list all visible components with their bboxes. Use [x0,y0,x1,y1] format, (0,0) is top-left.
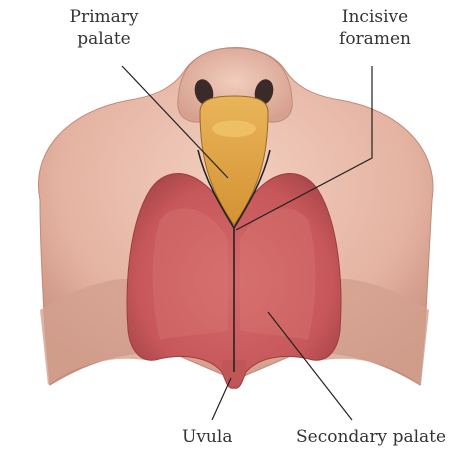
label-primary-palate-line1: Primary [54,6,154,28]
primary-palate-lip [212,121,256,138]
label-uvula: Uvula [182,426,232,448]
palate-highlight-right [240,208,316,340]
leader-uvula [212,378,231,420]
label-secondary-palate: Secondary palate [296,426,446,448]
label-incisive-foramen-line1: Incisive [323,6,427,28]
label-primary-palate: Primary palate [54,6,154,50]
label-incisive-foramen-line2: foramen [323,28,427,50]
label-primary-palate-line2: palate [54,28,154,50]
label-incisive-foramen: Incisive foramen [323,6,427,50]
palate-highlight [153,208,229,340]
